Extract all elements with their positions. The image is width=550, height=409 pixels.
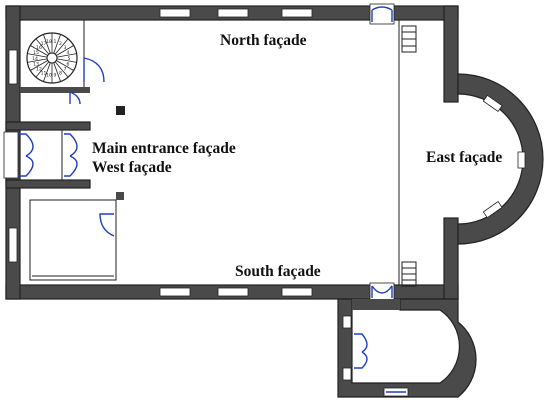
stair-tread (35, 38, 50, 55)
stair-step-number: 9 (53, 73, 56, 79)
stair-tread (43, 34, 51, 54)
label-main-entrance-facade: Main entrance façade (92, 140, 236, 157)
north-door-opening (369, 3, 395, 25)
north-steps (401, 25, 417, 53)
annex-wall (337, 298, 477, 398)
south-windows (159, 287, 313, 297)
stair-small-door (69, 91, 81, 105)
vestibule-wall-top (5, 121, 91, 131)
south-door-swing (371, 285, 393, 298)
north-windows (159, 8, 313, 18)
label-east-facade: East façade (426, 149, 502, 166)
apse-window-top (482, 94, 503, 112)
stair-tread (27, 53, 48, 58)
stair-tread (56, 45, 74, 56)
lower-west-room (29, 199, 117, 281)
west-window-upper (8, 49, 18, 85)
stair-step-number: 2 (59, 41, 62, 47)
east-wall-lower (443, 217, 459, 300)
stair-step-number: 10 (46, 73, 52, 79)
north-door-swing (371, 6, 393, 22)
east-wall-upper (443, 5, 459, 103)
south-steps (401, 261, 417, 287)
stair-treads (27, 33, 77, 83)
stair-step-number: 4 (67, 50, 70, 56)
stair-step-number: 6 (67, 62, 70, 68)
label-south-facade: South façade (235, 263, 321, 280)
apse-window-mid (517, 151, 526, 169)
stair-step-number: 12 (36, 67, 42, 73)
south-window-1 (159, 287, 191, 297)
stair-step-number: 14 (32, 56, 38, 62)
stair-step-number: 18 (46, 39, 52, 45)
annex-window-2 (342, 367, 352, 381)
west-window-lower (8, 227, 18, 263)
stair-door (83, 57, 105, 83)
pillar-south (116, 192, 124, 200)
stair-tread (54, 38, 69, 55)
annex-window-1 (342, 315, 352, 329)
annex-door (354, 333, 368, 369)
stair-step-number: 15 (33, 50, 39, 56)
stair-tread (56, 53, 77, 58)
north-window-2 (217, 8, 249, 18)
main-entrance-opening (3, 131, 19, 179)
south-window-2 (217, 287, 249, 297)
stair-step-number: 3 (64, 45, 67, 51)
stair-tread (56, 58, 77, 63)
label-west-facade: West façade (92, 159, 172, 176)
main-entrance-door (18, 133, 34, 177)
stair-tread (53, 62, 61, 82)
apse-wall (457, 73, 544, 245)
stair-tread (30, 45, 48, 56)
stair-step-number: 13 (33, 62, 39, 68)
stair-step-number: 5 (68, 56, 71, 62)
stair-step-number: 1 (53, 39, 56, 45)
lower-room-door (99, 213, 115, 237)
inner-entrance-door (64, 133, 78, 177)
vestibule-wall-bottom (5, 179, 91, 189)
north-window-3 (281, 8, 313, 18)
south-window-3 (281, 287, 313, 297)
stair-step-number: 8 (59, 71, 62, 77)
stair-step-number: 11 (41, 71, 47, 77)
north-window-1 (159, 8, 191, 18)
stair-tread (53, 34, 61, 54)
stair-tread (43, 62, 51, 82)
stair-step-number: 7 (64, 67, 67, 73)
apse-window-bottom (482, 201, 503, 219)
pillar-north (116, 106, 125, 115)
stair-tread (54, 61, 69, 78)
stair-tread (27, 58, 48, 63)
stair-tread (35, 61, 50, 78)
annex-top-wall (352, 299, 400, 310)
stair-step-number: 17 (41, 41, 47, 47)
stair-step-number: 16 (36, 45, 42, 51)
stair-tread (30, 60, 48, 71)
stair-tread (56, 60, 74, 71)
label-north-facade: North façade (220, 32, 307, 49)
